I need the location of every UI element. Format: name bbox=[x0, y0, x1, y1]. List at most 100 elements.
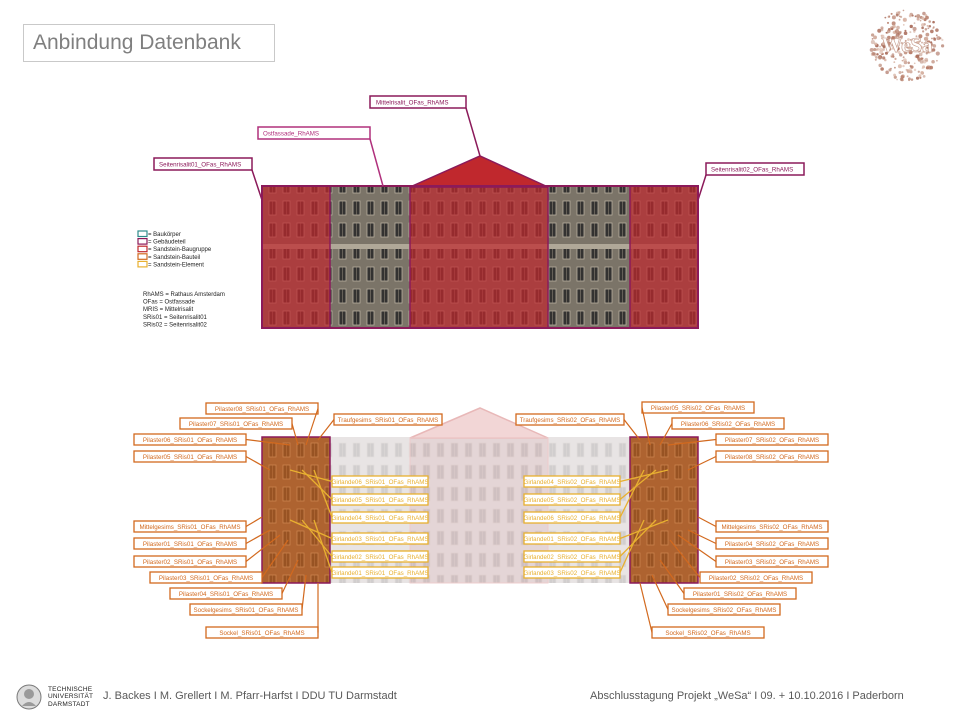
svg-text:Pilaster07_SRis02_OFas_RhAMS: Pilaster07_SRis02_OFas_RhAMS bbox=[725, 437, 819, 444]
callout-label: Pilaster06_SRis02_OFas_RhAMS bbox=[659, 417, 785, 446]
legend-swatch bbox=[137, 238, 148, 245]
svg-text:Pilaster05_SRis01_OFas_RhAMS: Pilaster05_SRis01_OFas_RhAMS bbox=[143, 454, 237, 461]
svg-text:Pilaster04_SRis01_OFas_RhAMS: Pilaster04_SRis01_OFas_RhAMS bbox=[179, 591, 273, 598]
svg-text:Traufgesims_SRis02_OFas_RhAMS: Traufgesims_SRis02_OFas_RhAMS bbox=[520, 417, 621, 424]
svg-text:Girlande02_SRis02_OFas_RhAMS: Girlande02_SRis02_OFas_RhAMS bbox=[524, 554, 621, 561]
callout-label: Traufgesims_SRis02_OFas_RhAMS bbox=[515, 413, 641, 441]
legend-abbreviation: SRis01 = Seitenrisalit01 bbox=[143, 315, 208, 321]
svg-text:Pilaster06_SRis02_OFas_RhAMS: Pilaster06_SRis02_OFas_RhAMS bbox=[681, 421, 775, 428]
svg-text:Girlande01_SRis02_OFas_RhAMS: Girlande01_SRis02_OFas_RhAMS bbox=[524, 536, 621, 543]
mittelrisalit-overlay bbox=[410, 187, 548, 328]
callout-label: Sockel_SRis02_OFas_RhAMS bbox=[639, 582, 765, 639]
svg-text:Pilaster03_SRis01_OFas_RhAMS: Pilaster03_SRis01_OFas_RhAMS bbox=[159, 575, 253, 582]
legend-label: = Baukörper bbox=[148, 232, 181, 238]
legend-label: = Sandstein-Element bbox=[148, 262, 204, 268]
svg-text:Mittelgesims_SRis01_OFas_RhAMS: Mittelgesims_SRis01_OFas_RhAMS bbox=[139, 524, 240, 531]
legend-abbreviation: MRIS = Mittelrisalit bbox=[143, 307, 194, 313]
svg-text:Pilaster06_SRis01_OFas_RhAMS: Pilaster06_SRis01_OFas_RhAMS bbox=[143, 437, 237, 444]
callout-label: Pilaster04_SRis01_OFas_RhAMS bbox=[169, 559, 299, 600]
svg-text:Traufgesims_SRis01_OFas_RhAMS: Traufgesims_SRis01_OFas_RhAMS bbox=[338, 417, 439, 424]
svg-text:Pilaster02_SRis02_OFas_RhAMS: Pilaster02_SRis02_OFas_RhAMS bbox=[709, 575, 803, 582]
legend-abbreviation: SRis02 = Seitenrisalit02 bbox=[143, 322, 208, 328]
callout-label: Pilaster01_SRis01_OFas_RhAMS bbox=[133, 529, 271, 550]
seitenrisalit01-overlay bbox=[262, 186, 330, 328]
svg-text:Sockelgesims_SRis02_OFas_RhAMS: Sockelgesims_SRis02_OFas_RhAMS bbox=[672, 607, 777, 614]
svg-text:Ostfassade_RhAMS: Ostfassade_RhAMS bbox=[263, 131, 319, 138]
callout-label: Pilaster05_SRis02_OFas_RhAMS bbox=[641, 401, 755, 446]
svg-text:Girlande03_SRis02_OFas_RhAMS: Girlande03_SRis02_OFas_RhAMS bbox=[524, 570, 621, 577]
callout-girlande: Girlande01_SRis01_OFas_RhAMS bbox=[313, 519, 429, 579]
legend-label: = Sandstein-Baugruppe bbox=[148, 247, 212, 253]
svg-text:Pilaster08_SRis02_OFas_RhAMS: Pilaster08_SRis02_OFas_RhAMS bbox=[725, 454, 819, 461]
label-ostfassade: Ostfassade_RhAMS bbox=[257, 126, 384, 187]
legend-swatch bbox=[137, 260, 148, 268]
callout-girlande: Girlande02_SRis01_OFas_RhAMS bbox=[301, 519, 429, 563]
callouts: Pilaster08_SRis01_OFas_RhAMS Pilaster07_S… bbox=[133, 401, 829, 639]
svg-text:Sockel_SRis01_OFas_RhAMS: Sockel_SRis01_OFas_RhAMS bbox=[219, 630, 304, 637]
legend-label: = Sandstein-Bauteil bbox=[148, 255, 200, 261]
svg-text:Mittelgesims_SRis02_OFas_RhAMS: Mittelgesims_SRis02_OFas_RhAMS bbox=[721, 524, 822, 531]
callout-label: Pilaster04_SRis02_OFas_RhAMS bbox=[687, 529, 829, 550]
callout-label: Pilaster03_SRis02_OFas_RhAMS bbox=[677, 534, 829, 568]
callout-label: Sockelgesims_SRis02_OFas_RhAMS bbox=[651, 574, 781, 616]
legend-swatch bbox=[137, 245, 148, 253]
callout-girlande: Girlande05_SRis02_OFas_RhAMS bbox=[523, 469, 657, 506]
label-seitenrisalit01: Seitenrisalit01_OFas_RhAMS bbox=[153, 157, 263, 201]
callout-label: Pilaster05_SRis01_OFas_RhAMS bbox=[133, 450, 271, 471]
callout-girlande: Girlande04_SRis02_OFas_RhAMS bbox=[523, 469, 669, 488]
footer-event: Abschlusstagung Projekt „WeSa“ I 09. + 1… bbox=[590, 690, 904, 702]
svg-text:Girlande03_SRis01_OFas_RhAMS: Girlande03_SRis01_OFas_RhAMS bbox=[332, 536, 429, 543]
svg-text:Girlande06_SRis02_OFas_RhAMS: Girlande06_SRis02_OFas_RhAMS bbox=[524, 515, 621, 522]
svg-text:Pilaster04_SRis02_OFas_RhAMS: Pilaster04_SRis02_OFas_RhAMS bbox=[725, 541, 819, 548]
footer-authors: J. Backes I M. Grellert I M. Pfarr-Harfs… bbox=[103, 690, 397, 702]
logo-dots bbox=[869, 9, 945, 82]
tu-darmstadt-logo bbox=[16, 684, 42, 710]
svg-text:Pilaster07_SRis01_OFas_RhAMS: Pilaster07_SRis01_OFas_RhAMS bbox=[189, 421, 283, 428]
callout-label: Mittelgesims_SRis01_OFas_RhAMS bbox=[133, 516, 263, 533]
svg-text:Pilaster08_SRis01_OFas_RhAMS: Pilaster08_SRis01_OFas_RhAMS bbox=[215, 406, 309, 413]
callout-label: Sockel_SRis01_OFas_RhAMS bbox=[205, 583, 319, 639]
callout-label: Pilaster08_SRis01_OFas_RhAMS bbox=[205, 402, 319, 446]
callout-girlande: Girlande04_SRis01_OFas_RhAMS bbox=[313, 469, 429, 524]
svg-text:Girlande01_SRis01_OFas_RhAMS: Girlande01_SRis01_OFas_RhAMS bbox=[332, 570, 429, 577]
svg-text:Seitenrisalit02_OFas_RhAMS: Seitenrisalit02_OFas_RhAMS bbox=[711, 167, 793, 174]
legend: = Baukörper= Gebäudeteil= Sandstein-Baug… bbox=[137, 230, 225, 328]
bottom-facade bbox=[261, 407, 699, 584]
svg-text:Girlande05_SRis02_OFas_RhAMS: Girlande05_SRis02_OFas_RhAMS bbox=[524, 497, 621, 504]
callout-girlande: Girlande06_SRis02_OFas_RhAMS bbox=[523, 469, 645, 524]
callout-label: Pilaster08_SRis02_OFas_RhAMS bbox=[687, 450, 829, 471]
srisalit01-overlay bbox=[261, 436, 331, 584]
callout-girlande: Girlande03_SRis01_OFas_RhAMS bbox=[289, 519, 429, 545]
callout-label: Traufgesims_SRis01_OFas_RhAMS bbox=[317, 413, 443, 441]
svg-text:Pilaster05_SRis02_OFas_RhAMS: Pilaster05_SRis02_OFas_RhAMS bbox=[651, 405, 745, 412]
svg-text:Girlande04_SRis02_OFas_RhAMS: Girlande04_SRis02_OFas_RhAMS bbox=[524, 479, 621, 486]
srisalit02-overlay bbox=[629, 436, 699, 584]
legend-swatch bbox=[137, 253, 148, 260]
callout-girlande: Girlande05_SRis01_OFas_RhAMS bbox=[301, 469, 429, 506]
callout-label: Pilaster02_SRis02_OFas_RhAMS bbox=[669, 539, 813, 584]
callout-label: Pilaster07_SRis02_OFas_RhAMS bbox=[667, 433, 829, 446]
svg-text:Pilaster02_SRis01_OFas_RhAMS: Pilaster02_SRis01_OFas_RhAMS bbox=[143, 559, 237, 566]
svg-text:Mittelrisalit_OFas_RhAMS: Mittelrisalit_OFas_RhAMS bbox=[376, 100, 449, 107]
callout-girlande: Girlande03_SRis02_OFas_RhAMS bbox=[523, 519, 645, 579]
callout-label: Sockelgesims_SRis01_OFas_RhAMS bbox=[189, 574, 307, 616]
svg-text:Girlande02_SRis01_OFas_RhAMS: Girlande02_SRis01_OFas_RhAMS bbox=[332, 554, 429, 561]
callout-label: Pilaster06_SRis01_OFas_RhAMS bbox=[133, 433, 291, 446]
svg-text:Pilaster01_SRis02_OFas_RhAMS: Pilaster01_SRis02_OFas_RhAMS bbox=[693, 591, 787, 598]
callout-girlande: Girlande06_SRis01_OFas_RhAMS bbox=[289, 469, 429, 488]
label-mittelrisalit: Mittelrisalit_OFas_RhAMS bbox=[369, 95, 481, 157]
svg-text:Girlande04_SRis01_OFas_RhAMS: Girlande04_SRis01_OFas_RhAMS bbox=[332, 515, 429, 522]
svg-text:Pilaster01_SRis01_OFas_RhAMS: Pilaster01_SRis01_OFas_RhAMS bbox=[143, 541, 237, 548]
label-seitenrisalit02: Seitenrisalit02_OFas_RhAMS bbox=[697, 162, 805, 201]
callout-label: Pilaster07_SRis01_OFas_RhAMS bbox=[179, 417, 299, 446]
callout-girlande: Girlande02_SRis02_OFas_RhAMS bbox=[523, 519, 657, 563]
institution-name: TECHNISCHE UNIVERSITÄT DARMSTADT bbox=[48, 686, 94, 708]
legend-swatch bbox=[137, 230, 148, 238]
top-facade: Mittelrisalit_OFas_RhAMS Ostfassade_RhAM… bbox=[153, 95, 805, 329]
page-title: Anbindung Datenbank bbox=[23, 24, 275, 62]
legend-abbreviation: OFas = Ostfassade bbox=[143, 300, 196, 306]
wesa-logo: WeSa bbox=[869, 9, 945, 82]
callout-label: Mittelgesims_SRis02_OFas_RhAMS bbox=[697, 516, 829, 533]
svg-text:Sockel_SRis02_OFas_RhAMS: Sockel_SRis02_OFas_RhAMS bbox=[665, 630, 750, 637]
